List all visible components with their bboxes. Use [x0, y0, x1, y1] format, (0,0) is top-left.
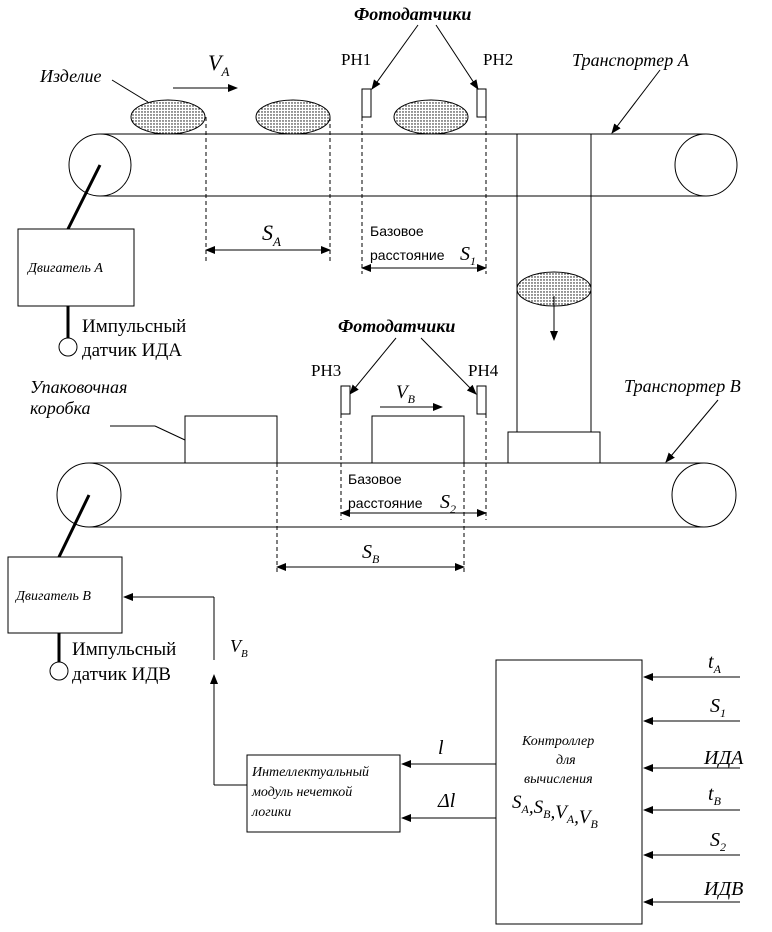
ph1-label: PH1 [341, 50, 371, 69]
fuzzy-logic-module [246, 754, 401, 833]
input-ida: ИДА [703, 747, 744, 769]
packing-box-label-line2: коробка [30, 398, 91, 418]
base-distance-2-line1: Базовое [348, 471, 402, 487]
input-idv: ИДВ [703, 878, 743, 900]
s1-label: S1 [460, 243, 476, 268]
velocity-a-label: VA [208, 50, 229, 79]
pulse-sensor-b-line2: датчик ИДВ [72, 664, 171, 685]
conveyor-b-label: Транспортер В [624, 376, 741, 396]
motor-a-label: Двигатель А [26, 261, 103, 276]
pulse-sensor-a-line2: датчик ИДА [82, 340, 182, 361]
packing-box-label-line1: Упаковочная [30, 377, 127, 397]
input-s2: S2 [710, 829, 726, 854]
packing-box-2 [371, 415, 465, 464]
input-s1: S1 [710, 695, 726, 720]
ph2-label: PH2 [483, 50, 513, 69]
photosensor-ph2 [476, 88, 487, 118]
pulse-sensor-b [49, 661, 69, 681]
base-distance-2-line2: расстояние [348, 495, 423, 511]
base-distance-1-line1: Базовое [370, 223, 424, 239]
motor-b [7, 556, 123, 634]
vb-feedback-label: VB [230, 636, 248, 660]
s2-label: S2 [440, 491, 456, 516]
fuzzy-module-line1: Интеллектуальный [251, 765, 369, 780]
pulse-sensor-a [58, 337, 78, 357]
photosensors-bottom-label: Фотодатчики [338, 316, 455, 336]
sb-label: SB [362, 541, 380, 566]
signal-delta-l-label: Δl [437, 790, 456, 812]
conveyor-a-label: Транспортер А [572, 50, 690, 70]
fuzzy-module-line3: логики [251, 805, 291, 820]
controller-line1: Контроллер [521, 734, 594, 749]
motor-b-label: Двигатель В [14, 589, 91, 604]
product-label: Изделие [39, 66, 102, 86]
motor-a [17, 228, 135, 307]
input-tb: tB [708, 783, 722, 808]
product-3 [393, 99, 469, 135]
pulse-sensor-b-line1: Импульсный [72, 639, 176, 660]
photosensor-ph3 [340, 385, 351, 415]
controller-line2: для [556, 753, 576, 768]
product-1 [130, 99, 206, 135]
packing-box-1 [184, 415, 278, 464]
pulse-sensor-a-line1: Импульсный [82, 316, 186, 337]
sa-label: SA [262, 220, 281, 249]
conveyor-a [68, 133, 738, 197]
fuzzy-module-line2: модуль нечеткой [251, 785, 352, 800]
controller [495, 659, 643, 925]
ph4-label: PH4 [468, 361, 499, 380]
velocity-b-label: VB [396, 382, 416, 406]
base-distance-1-line2: расстояние [370, 247, 445, 263]
input-ta: tA [708, 651, 722, 676]
ph3-label: PH3 [311, 361, 341, 380]
product-2 [255, 99, 331, 135]
controller-line3: вычисления [524, 772, 593, 787]
controller-formula: SA,SB,VA,VB [512, 792, 599, 831]
photosensor-ph1 [361, 88, 372, 118]
photosensor-ph4 [476, 385, 487, 415]
signal-l-label: l [438, 737, 444, 759]
photosensors-top-label: Фотодатчики [354, 4, 471, 24]
